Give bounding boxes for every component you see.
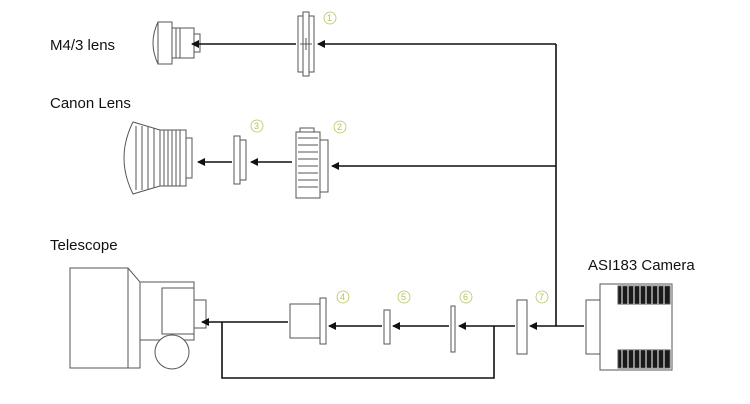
adapter-part-5 (383, 309, 391, 345)
adapter-part-4 (289, 297, 327, 345)
m43-lens-drawing (152, 21, 201, 65)
adapter-part-1 (297, 11, 315, 77)
telescope-drawing (69, 267, 207, 370)
canon-lens-label: Canon Lens (50, 95, 131, 112)
camera-label: ASI183 Camera (588, 257, 695, 274)
asi183-camera-drawing (585, 283, 673, 371)
part-number-7: 7 (539, 292, 544, 302)
telescope-label: Telescope (50, 237, 118, 254)
part-number-5: 5 (401, 292, 406, 302)
connector-lines (191, 40, 584, 379)
adapter-part-7 (516, 299, 528, 355)
part-number-3: 3 (254, 121, 259, 131)
adapter-part-2 (295, 127, 329, 199)
m43-lens-label: M4/3 lens (50, 37, 115, 54)
part-number-2: 2 (337, 122, 342, 132)
part-number-4: 4 (340, 292, 345, 302)
canon-lens-drawing (123, 121, 193, 195)
adapter-part-3 (233, 135, 247, 185)
part-number-1: 1 (327, 13, 332, 23)
adapter-part-6 (450, 305, 456, 353)
trunk-line (555, 44, 584, 327)
part-number-6: 6 (463, 292, 468, 302)
bypass-line (221, 322, 495, 379)
